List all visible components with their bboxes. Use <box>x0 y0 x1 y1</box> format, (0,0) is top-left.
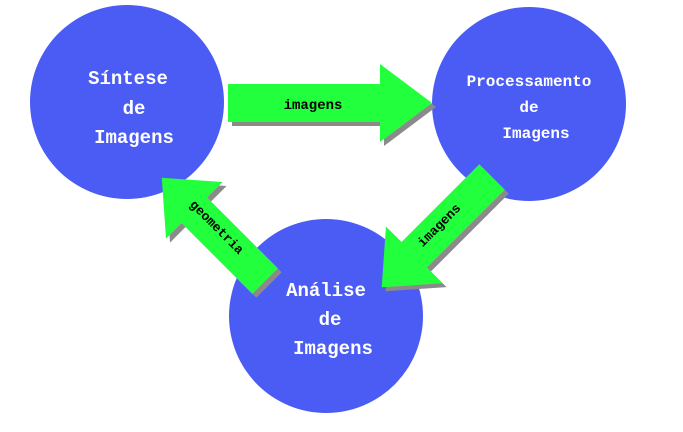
node-sintese-label: Síntese de Imagens <box>88 68 174 149</box>
node-analise-line-3: Imagens <box>293 338 373 360</box>
node-processamento <box>432 7 626 201</box>
node-sintese-line-1: Síntese <box>88 68 168 90</box>
node-sintese <box>30 5 224 199</box>
node-analise-line-2: de <box>319 309 342 331</box>
arrow-top-label: imagens <box>284 98 343 114</box>
node-analise-label: Análise de Imagens <box>286 280 373 360</box>
node-processamento-label: Processamento de Imagens <box>467 73 592 143</box>
node-processamento-line-1: Processamento <box>467 73 592 91</box>
arrow-processamento-to-analise <box>381 164 505 288</box>
node-analise-line-1: Análise <box>286 280 366 302</box>
node-processamento-line-2: de <box>519 99 538 117</box>
node-sintese-line-3: Imagens <box>94 127 174 149</box>
arrow-analise-to-sintese <box>161 177 278 294</box>
node-sintese-line-2: de <box>123 98 146 120</box>
node-analise <box>229 219 423 413</box>
arrow-sintese-to-processamento <box>228 64 432 142</box>
node-processamento-line-3: Imagens <box>502 125 569 143</box>
